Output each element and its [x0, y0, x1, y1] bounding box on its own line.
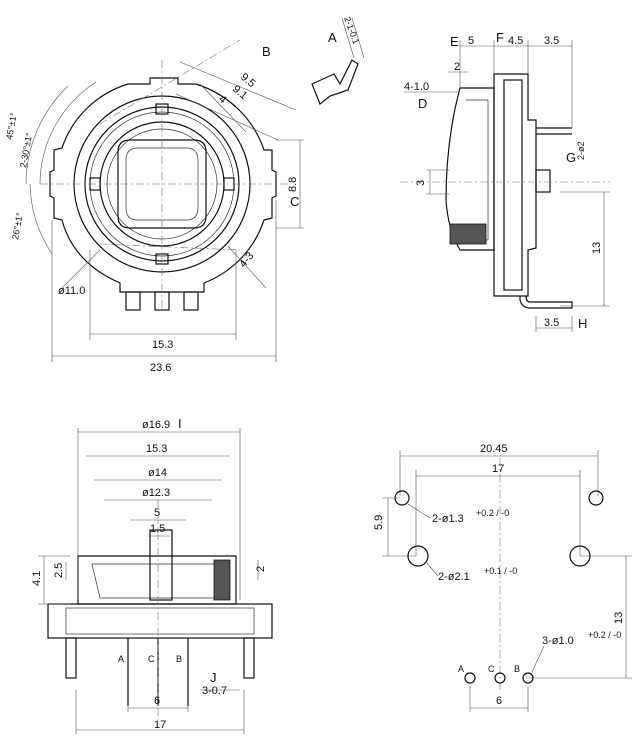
label-a: A — [328, 30, 337, 45]
pin-hole-b — [522, 672, 534, 684]
dim-5-9: 5.9 — [373, 515, 385, 530]
pcb-pin-b-label: B — [514, 664, 520, 674]
dim-diameter-14: ø14 — [148, 467, 167, 479]
fixing-hole-right — [569, 545, 591, 567]
dim-side-4-5: 4.5 — [508, 35, 523, 47]
dim-sec-6: 6 — [154, 695, 160, 707]
hole-2-1-tolerance: +0.1 / -0 — [484, 566, 517, 576]
dim-side-3: 3 — [415, 180, 427, 186]
pcb-pin-c-label: C — [488, 664, 495, 674]
pcb-layout: 20.45 17 5.9 13 6 2-ø1.3 +0.2 / -0 2-ø2.… — [373, 443, 632, 712]
pin-b-label: B — [176, 654, 182, 664]
mount-hole-left — [394, 490, 410, 506]
front-view: 23.6 15.3 ø11.0 8.8 9.5 9.1 4 4-3 45°±1°… — [4, 15, 365, 374]
label-f: F — [496, 30, 504, 45]
angle-26: 26°±1° — [10, 211, 25, 240]
label-j: J — [210, 670, 217, 685]
hole-2-1-label: 2-ø2.1 — [438, 571, 470, 583]
pin-a-label: A — [118, 654, 124, 664]
hole-1-0-label: 3-ø1.0 — [542, 635, 574, 647]
dim-sec-15-3: 15.3 — [146, 443, 167, 455]
dim-sec-4-1: 4.1 — [31, 571, 43, 586]
section-view: ø16.9 I 15.3 ø14 ø12.3 5 1.5 4.1 2.5 2 6… — [31, 416, 273, 734]
label-g: G — [566, 150, 576, 165]
dim-20-45: 20.45 — [480, 443, 508, 455]
dim-side-g2: 2-ø2 — [576, 141, 586, 160]
dim-side-4-1: 4-1.0 — [404, 81, 429, 93]
angle-30: 2-30°±1° — [18, 132, 34, 169]
dim-diameter-12-3: ø12.3 — [142, 487, 170, 499]
dim-sec-5: 5 — [154, 507, 160, 519]
dim-16-9: ø16.9 — [142, 419, 170, 431]
label-h: H — [578, 316, 587, 331]
pcb-pin-a-label: A — [458, 664, 464, 674]
detail-a-dim: 2-1-0.1 — [342, 15, 361, 45]
label-d: D — [418, 96, 427, 111]
angle-45: 45°±1° — [4, 111, 19, 140]
dim-side-2: 2 — [454, 61, 460, 73]
hole-1-3-label: 2-ø1.3 — [432, 513, 464, 525]
label-c: C — [290, 194, 299, 209]
dim-side-3-5-bottom: 3.5 — [544, 317, 559, 329]
dim-pcb-13: 13 — [613, 612, 625, 624]
dim-pcb-6: 6 — [496, 695, 502, 707]
dim-15-3: 15.3 — [152, 339, 173, 351]
dim-sec-pins: 3-0.7 — [202, 685, 227, 697]
dim-side-5: 5 — [468, 35, 474, 47]
mount-hole-right — [588, 490, 604, 506]
label-i: I — [178, 416, 182, 431]
label-e: E — [450, 34, 459, 49]
dim-side-3-5-top: 3.5 — [544, 35, 559, 47]
dim-sec-1-5: 1.5 — [150, 523, 165, 535]
fixing-hole-left — [407, 545, 429, 567]
dim-side-13: 13 — [591, 242, 603, 254]
hole-1-3-tolerance: +0.2 / -0 — [476, 508, 509, 518]
dim-diameter-11: ø11.0 — [58, 285, 85, 297]
pin-c-label: C — [148, 654, 155, 664]
hole-1-0-tolerance: +0.2 / -0 — [588, 630, 621, 640]
pin-hole-c — [494, 672, 506, 684]
pin-hole-a — [464, 672, 476, 684]
dim-8-8: 8.8 — [287, 177, 299, 192]
dim-sec-17: 17 — [154, 719, 166, 731]
dim-23-6: 23.6 — [150, 362, 171, 374]
side-view: E F D G H 5 4.5 3.5 2 4-1.0 3 13 2-ø2 3.… — [400, 30, 610, 332]
dim-sec-2: 2 — [255, 566, 267, 572]
dim-4-3: 4-3 — [237, 250, 256, 270]
dim-sec-2-5: 2.5 — [53, 563, 65, 578]
dim-pcb-17: 17 — [492, 463, 504, 475]
label-b: B — [262, 44, 271, 59]
